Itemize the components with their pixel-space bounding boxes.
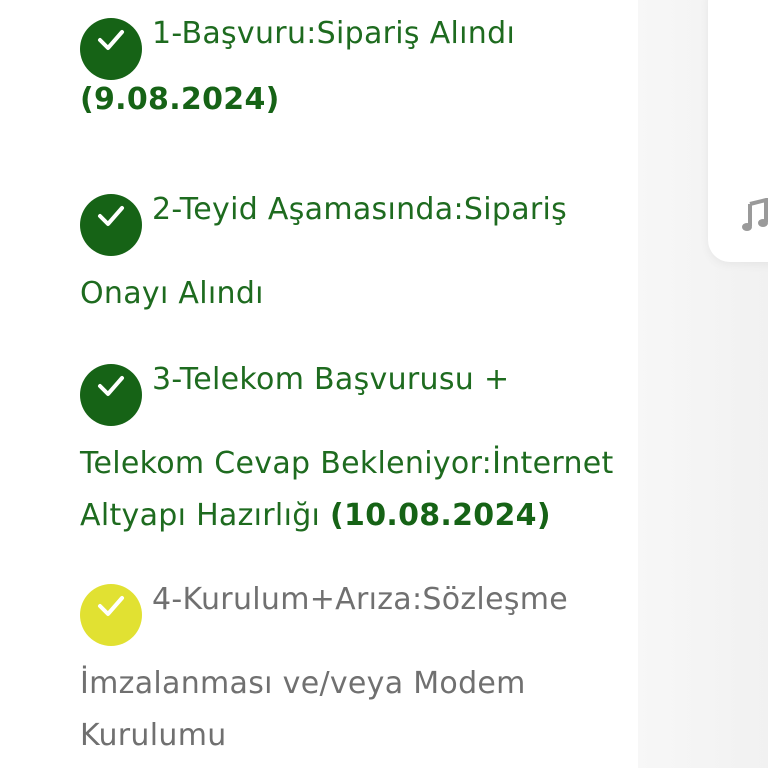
status-step-4: 4-Kurulum+Arıza:Sözleşme İmzalanması ve/… [80,574,720,762]
step-title: 4-Kurulum+Arıza:Sözleşme [152,582,569,617]
step-detail-line: Onayı Alındı [80,276,264,311]
step-detail-text: Altyapı Hazırlığı [80,498,321,533]
step-detail-line-with-date: Altyapı Hazırlığı (10.08.2024) [80,490,720,542]
step-date: (10.08.2024) [330,498,551,533]
check-icon [80,584,142,646]
step-detail-line: Telekom Cevap Bekleniyor:İnternet [80,446,614,481]
step-detail-line: İmzalanması ve/veya Modem [80,666,526,701]
floating-card [708,0,768,262]
status-step-1: 1-Başvuru:Sipariş Alındı (9.08.2024) [80,8,720,126]
status-step-2: 2-Teyid Aşamasında:Sipariş Onayı Alındı [80,184,720,320]
step-title: 2-Teyid Aşamasında:Sipariş [152,192,568,227]
step-date: (9.08.2024) [80,82,280,117]
music-note-icon[interactable] [742,197,768,234]
check-icon [80,364,142,426]
status-step-3: 3-Telekom Başvurusu + Telekom Cevap Bekl… [80,354,720,542]
step-title: 1-Başvuru:Sipariş Alındı [152,16,516,51]
check-icon [80,194,142,256]
step-detail-line: Kurulumu [80,718,227,753]
step-title: 3-Telekom Başvurusu + [152,362,510,397]
check-icon [80,18,142,80]
